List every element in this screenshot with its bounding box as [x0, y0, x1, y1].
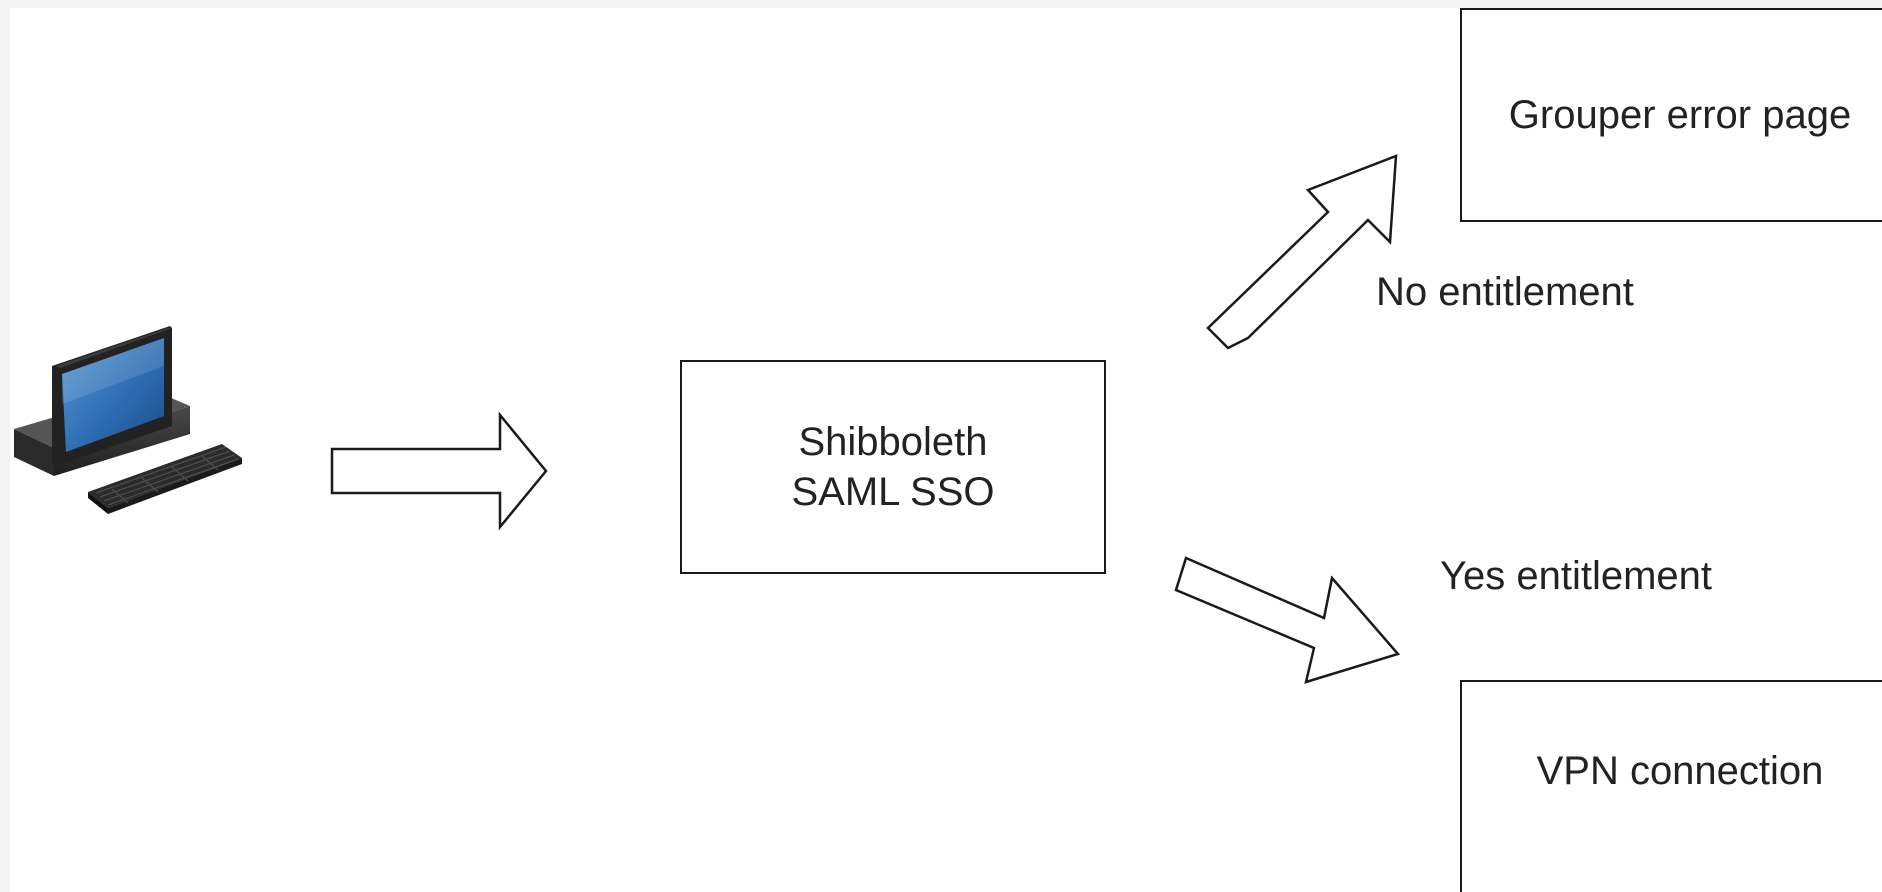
vpn-connection-node: VPN connection	[1460, 680, 1882, 892]
arrow-computer-to-sso	[330, 411, 548, 531]
sso-line-2: SAML SSO	[791, 470, 995, 514]
yes-entitlement-label: Yes entitlement	[1440, 554, 1713, 598]
diagram-canvas: Shibboleth SAML SSO Grouper error page V…	[10, 8, 1882, 892]
grouper-error-page-node: Grouper error page	[1460, 8, 1882, 222]
arrow-sso-to-vpn	[1174, 556, 1401, 684]
vpn-connection-label: VPN connection	[1536, 749, 1824, 793]
no-entitlement-label: No entitlement	[1376, 270, 1634, 314]
sso-line-1: Shibboleth	[798, 420, 988, 464]
grouper-error-page-label: Grouper error page	[1508, 93, 1852, 137]
shibboleth-sso-node: Shibboleth SAML SSO	[680, 360, 1106, 574]
desktop-computer-icon	[14, 326, 242, 514]
arrow-sso-to-error	[1206, 154, 1398, 350]
